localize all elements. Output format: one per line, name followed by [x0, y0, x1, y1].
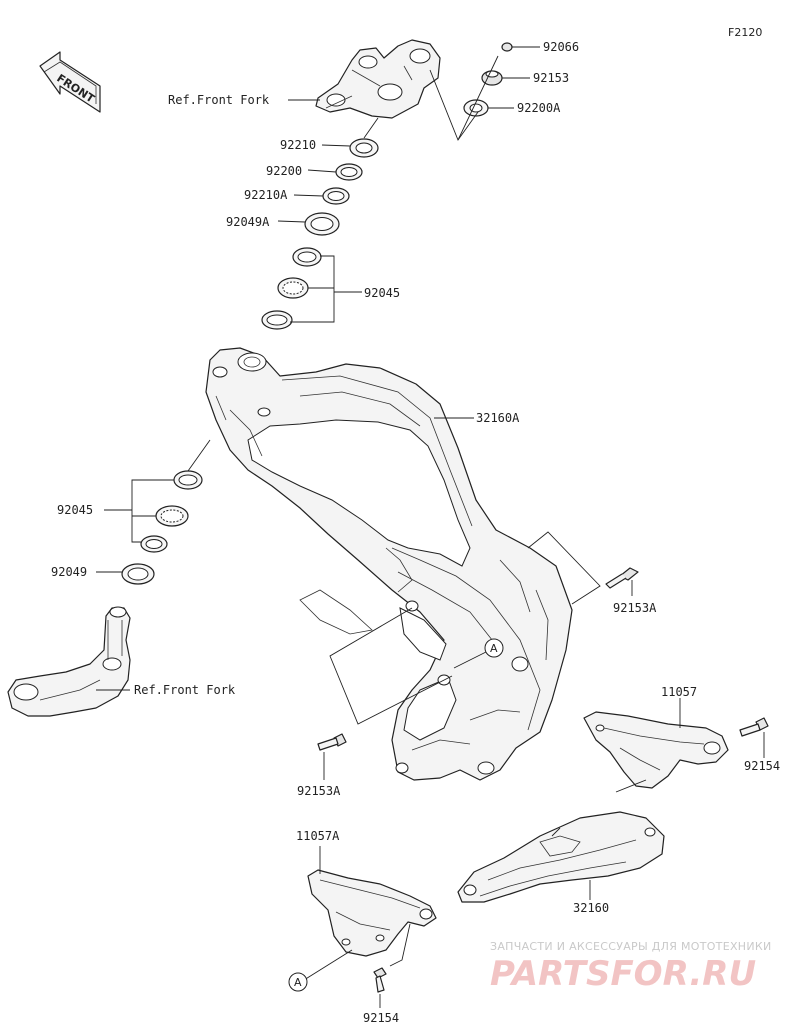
front-arrow-icon: FRONT [39, 51, 101, 113]
cap-92066 [501, 42, 513, 52]
upper-triple-clamp [315, 39, 441, 119]
label-92066: 92066 [543, 40, 579, 54]
callout-A-mid: A [484, 638, 504, 658]
label-ref-front-fork-top: Ref.Front Fork [168, 93, 270, 107]
label-92153A-bottom: 92153A [297, 784, 341, 798]
label-32160: 32160 [573, 901, 609, 915]
bearing-race-92045-a [173, 470, 203, 490]
label-92045-bottom: 92045 [57, 503, 93, 517]
bolt-92153A-bottom [317, 733, 347, 751]
main-frame-32160A [205, 347, 573, 781]
label-11057: 11057 [661, 685, 697, 699]
label-92045-top: 92045 [364, 286, 400, 300]
ring-92200 [335, 163, 363, 181]
svg-text:A: A [294, 976, 302, 989]
label-11057A: 11057A [296, 829, 340, 843]
ring-92210A [322, 187, 350, 205]
label-92049: 92049 [51, 565, 87, 579]
callout-A-low: A [288, 972, 308, 992]
bearing-race-lower [261, 310, 293, 330]
leader-lines [96, 46, 765, 1008]
label-32160A: 32160A [476, 411, 520, 425]
label-92210A: 92210A [244, 188, 288, 202]
seal-92049 [121, 563, 155, 585]
label-92154-bottom: 92154 [363, 1011, 399, 1025]
svg-text:A: A [490, 642, 498, 655]
seal-92049A [304, 212, 340, 236]
label-92049A: 92049A [226, 215, 270, 229]
ring-92210 [349, 138, 379, 158]
watermark-tagline: ЗАПЧАСТИ И АКСЕССУАРЫ ДЛЯ МОТОТЕХНИКИ [490, 940, 772, 953]
label-92153A-right: 92153A [613, 601, 657, 615]
label-ref-front-fork-bottom: Ref.Front Fork [134, 683, 236, 697]
watermark-brand: PARTSFOR.RU [490, 954, 756, 994]
bracket-11057A [307, 869, 437, 957]
bearing-race-92045-c [140, 535, 168, 553]
bearing-top [277, 277, 309, 299]
label-92153: 92153 [533, 71, 569, 85]
subframe-32160 [457, 811, 665, 903]
label-92200: 92200 [266, 164, 302, 178]
label-92210: 92210 [280, 138, 316, 152]
bolt-92154-bottom [373, 967, 387, 993]
bolt-92153A-right [605, 567, 639, 589]
label-92200A: 92200A [517, 101, 561, 115]
diagram-code: F2120 [728, 26, 762, 39]
lower-triple-clamp [7, 606, 131, 717]
bearing-race-top [292, 247, 322, 267]
label-92154-right: 92154 [744, 759, 780, 773]
bolt-92154-right [739, 717, 769, 737]
bracket-11057 [583, 711, 729, 789]
bearing-92045-b [155, 505, 189, 527]
